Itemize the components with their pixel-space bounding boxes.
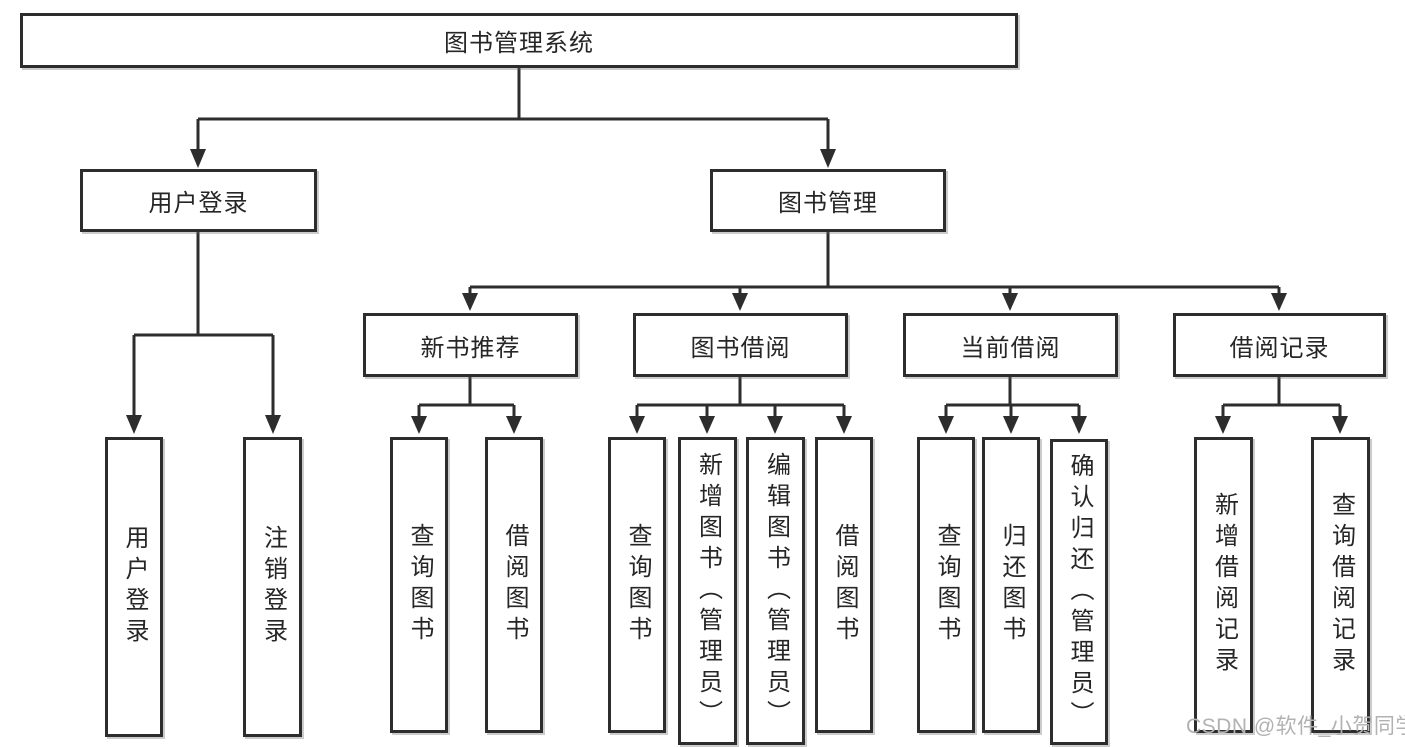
node-query-books-2-label: 查询图书: [624, 523, 651, 647]
node-logout: 注销登录: [243, 437, 302, 737]
node-add-books-admin: 新增图书（管理员）: [678, 437, 737, 745]
node-add-borrow-record: 新增借阅记录: [1194, 437, 1253, 733]
node-library-system-label: 图书管理系统: [444, 30, 594, 57]
node-user-login-label: 用户登录: [148, 190, 249, 217]
node-confirm-return-admin: 确认归还（管理员）: [1050, 439, 1108, 745]
node-new-book-recommend: 新书推荐: [363, 313, 578, 377]
node-query-books-1: 查询图书: [390, 437, 448, 733]
node-book-borrowing-label: 图书借阅: [690, 334, 791, 362]
node-user-login: 用户登录: [80, 169, 317, 232]
node-query-books-3-label: 查询图书: [933, 523, 960, 647]
node-logout-label: 注销登录: [259, 525, 287, 649]
node-add-books-admin-label: 新增图书（管理员）: [694, 451, 722, 731]
node-query-books-3: 查询图书: [917, 437, 975, 733]
node-current-borrowing: 当前借阅: [903, 313, 1118, 377]
node-return-books-label: 归还图书: [998, 523, 1025, 647]
node-user-login-leaf-label: 用户登录: [121, 525, 148, 649]
connector-current-borrowing: [944, 377, 1081, 419]
node-query-borrow-record: 查询借阅记录: [1311, 437, 1370, 733]
node-borrow-books-1-label: 借阅图书: [501, 523, 528, 647]
node-borrowing-records: 借阅记录: [1173, 313, 1386, 377]
node-add-borrow-record-label: 新增借阅记录: [1210, 492, 1238, 678]
node-borrow-books-2-label: 借阅图书: [831, 523, 858, 647]
node-return-books: 归还图书: [982, 437, 1040, 733]
node-confirm-return-admin-label: 确认归还（管理员）: [1066, 452, 1093, 732]
node-edit-books-admin: 编辑图书（管理员）: [746, 437, 805, 745]
node-user-login-leaf: 用户登录: [105, 437, 163, 737]
node-query-books-1-label: 查询图书: [406, 523, 433, 647]
node-library-system: 图书管理系统: [20, 13, 1018, 68]
watermark: CSDN @软件_小贺同学: [1186, 715, 1405, 738]
node-borrow-books-1: 借阅图书: [485, 437, 543, 733]
node-edit-books-admin-label: 编辑图书（管理员）: [762, 451, 790, 731]
connector-book-management: [468, 232, 1281, 296]
node-query-books-2: 查询图书: [608, 437, 666, 733]
node-book-management: 图书管理: [710, 169, 946, 232]
node-book-management-label: 图书管理: [778, 190, 878, 217]
node-query-borrow-record-label: 查询借阅记录: [1327, 492, 1355, 678]
connector-book-borrowing: [635, 377, 846, 419]
node-borrowing-records-label: 借阅记录: [1229, 334, 1330, 362]
node-book-borrowing: 图书借阅: [633, 313, 848, 377]
node-borrow-books-2: 借阅图书: [815, 437, 873, 733]
connector-borrowing-records: [1221, 377, 1342, 419]
connector-user-login: [132, 232, 275, 418]
connector-new-book: [417, 377, 516, 419]
node-current-borrowing-label: 当前借阅: [960, 334, 1061, 362]
arrowheads: [126, 149, 1348, 434]
connector-root: [196, 68, 830, 152]
node-new-book-recommend-label: 新书推荐: [420, 334, 521, 362]
